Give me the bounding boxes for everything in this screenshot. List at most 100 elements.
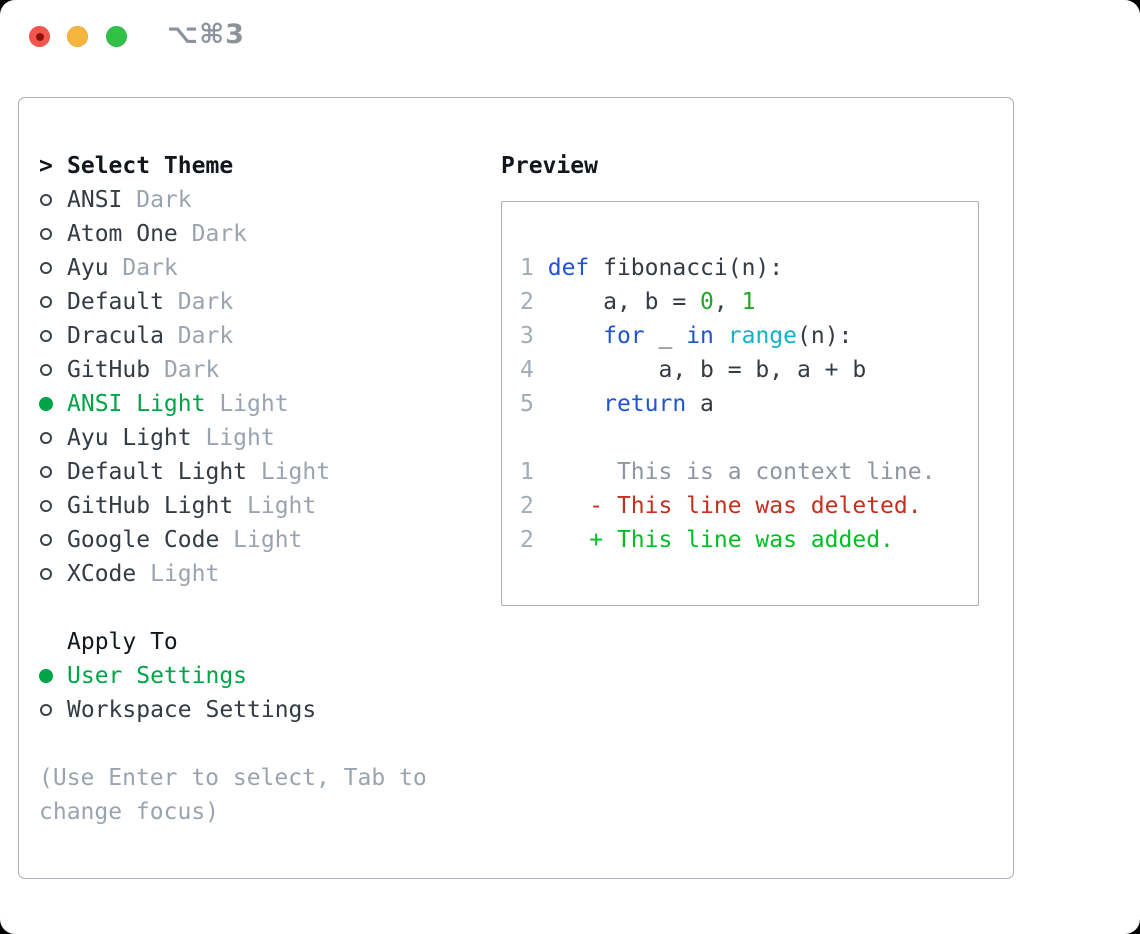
code-token: fibonacci(n): [589, 255, 784, 281]
code-token: This is a context line. [533, 459, 936, 485]
theme-option-ansi[interactable]: ANSI Dark [39, 183, 479, 217]
theme-option-name: GitHub [67, 357, 151, 383]
radio-icon [39, 568, 53, 580]
radio-icon [39, 194, 53, 206]
theme-option-name: GitHub Light [67, 493, 234, 519]
apply-to-label: Apply To [67, 629, 178, 655]
radio-dot [40, 500, 52, 512]
theme-option-name: ANSI Light [67, 391, 206, 417]
theme-option-name: Atom One [67, 221, 178, 247]
theme-variant: Dark [177, 289, 234, 315]
apply-option-user-settings[interactable]: User Settings [39, 659, 479, 693]
radio-dot [40, 704, 52, 716]
code-token: a, b = b, a + b [547, 357, 867, 383]
radio-dot [40, 194, 52, 206]
code-token [534, 289, 548, 315]
theme-variant: Light [150, 561, 220, 587]
preview-label: Preview [501, 153, 598, 179]
radio-dot [40, 534, 52, 546]
radio-icon [39, 262, 53, 274]
theme-option-github-light[interactable]: GitHub Light Light [39, 489, 479, 523]
theme-option-name: Dracula [67, 323, 164, 349]
zoom-button[interactable] [106, 26, 127, 47]
apply-option-workspace-settings[interactable]: Workspace Settings [39, 693, 479, 727]
code-token: - This line was deleted. [589, 493, 922, 519]
prompt-icon: > [39, 153, 53, 179]
theme-variant: Light [247, 493, 317, 519]
code-token: in [686, 323, 714, 349]
code-token: 1 [520, 459, 534, 485]
code-token: def [547, 255, 590, 281]
close-button[interactable] [29, 26, 50, 47]
theme-option-dracula[interactable]: Dracula Dark [39, 319, 479, 353]
theme-variant: Light [260, 459, 331, 485]
radio-dot [40, 432, 52, 444]
theme-option-xcode[interactable]: XCode Light [39, 557, 479, 591]
theme-option-name: Ayu Light [67, 425, 192, 451]
theme-option-name: Default [67, 289, 164, 315]
apply-to-header: Apply To [39, 625, 479, 659]
theme-option-google-code[interactable]: Google Code Light [39, 523, 479, 557]
radio-dot [40, 568, 52, 580]
theme-option-atom-one[interactable]: Atom One Dark [39, 217, 479, 251]
radio-dot [39, 397, 53, 411]
code-token [534, 255, 548, 281]
theme-variant: Dark [136, 187, 192, 213]
radio-icon [39, 534, 53, 546]
code-token [534, 527, 589, 553]
code-token: (n): [797, 323, 853, 349]
code-token [714, 323, 728, 349]
radio-icon [39, 704, 53, 716]
theme-variant: Dark [191, 221, 248, 247]
radio-dot [40, 228, 52, 240]
radio-dot [40, 296, 52, 308]
theme-option-name: Ayu [67, 255, 109, 281]
code-token: for [603, 323, 645, 349]
radio-selected-icon [39, 669, 53, 683]
code-token [534, 493, 589, 519]
theme-option-ayu[interactable]: Ayu Dark [39, 251, 479, 285]
theme-option-ansi-light[interactable]: ANSI Light Light [39, 387, 479, 421]
theme-option-github[interactable]: GitHub Dark [39, 353, 479, 387]
radio-dot [40, 262, 52, 274]
close-dot-icon [35, 32, 44, 41]
theme-option-default[interactable]: Default Dark [39, 285, 479, 319]
code-token [548, 323, 603, 349]
code-token: 0 [700, 289, 714, 315]
theme-option-name: XCode [67, 561, 137, 587]
apply-option-name: User Settings [67, 663, 248, 689]
radio-selected-icon [39, 397, 53, 411]
code-token: 1 [520, 255, 534, 281]
radio-dot [40, 330, 52, 342]
theme-option-name: Default Light [67, 459, 248, 485]
preview-box: 1 def fibonacci(n): 2 a, b = 0, 1 3 for … [501, 201, 979, 606]
code-token: 1 [741, 289, 756, 315]
radio-dot [40, 466, 52, 478]
code-token: a [686, 391, 714, 417]
minimize-button[interactable] [67, 26, 88, 47]
code-token: 2 [520, 493, 534, 519]
theme-variant: Dark [177, 323, 234, 349]
theme-option-name: ANSI [67, 187, 123, 213]
theme-variant: Dark [122, 255, 178, 281]
theme-variant: Dark [163, 357, 220, 383]
code-token [534, 391, 548, 417]
spacer [39, 591, 479, 625]
help-text: (Use Enter to select, Tab to change focu… [39, 765, 427, 825]
code-token: a, b = [547, 289, 701, 315]
code-token: 2 [520, 289, 534, 315]
preview-column: Preview 1 def fibonacci(n): 2 a, b = 0, … [501, 149, 979, 606]
theme-variant: Light [233, 527, 303, 553]
window-shortcut-title: ⌥⌘3 [167, 19, 245, 50]
code-token: _ [644, 323, 687, 349]
radio-icon [39, 466, 53, 478]
theme-variant: Light [219, 391, 289, 417]
theme-option-name: Google Code [67, 527, 220, 553]
theme-option-default-light[interactable]: Default Light Light [39, 455, 479, 489]
radio-icon [39, 296, 53, 308]
code-token: + This line was added. [589, 527, 894, 553]
apply-option-name: Workspace Settings [67, 697, 317, 723]
